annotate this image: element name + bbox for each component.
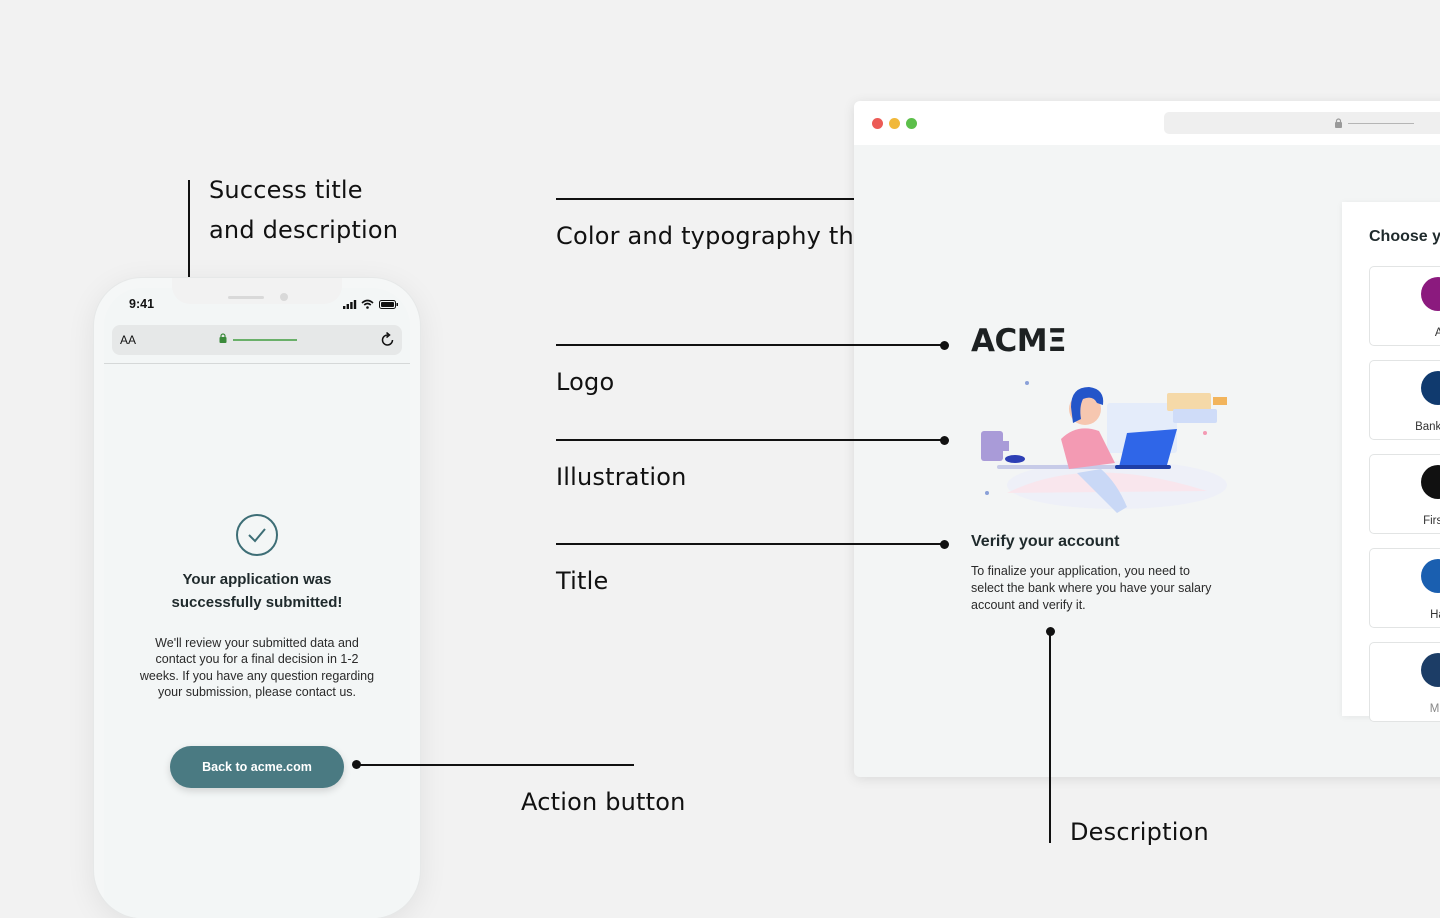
action-leader <box>356 764 634 766</box>
phone-address-bar[interactable]: AA <box>112 325 402 355</box>
url-placeholder-line <box>233 339 297 341</box>
title-leader-dot <box>940 540 949 549</box>
illustration-leader-dot <box>940 436 949 445</box>
success-description-line-3: weeks. If you have any question regardin… <box>139 669 375 683</box>
bank-name: Hali <box>1430 609 1440 621</box>
back-to-acme-button[interactable]: Back to acme.com <box>170 746 344 788</box>
theming-leader <box>556 198 944 200</box>
annotation-success-description: and description <box>209 216 399 244</box>
bank-card-bank-of-s[interactable]: Bank of S <box>1369 360 1440 440</box>
phone-mockup: 9:41 AA Your application was successfull… <box>94 278 420 918</box>
annotation-description: Description <box>1070 818 1209 846</box>
lock-icon <box>1335 118 1342 128</box>
logo-leader <box>556 344 944 346</box>
success-title-line-2: successfully submitted! <box>171 594 343 611</box>
verify-title: Verify your account <box>971 533 1120 550</box>
bank-name: Al <box>1434 327 1440 339</box>
verify-description-line-3: account and verify it. <box>971 598 1086 612</box>
success-description-line-2: contact you for a final decision in 1-2 <box>155 652 359 666</box>
annotation-title: Title <box>556 567 609 595</box>
battery-icon <box>379 300 398 309</box>
text-size-button[interactable]: AA <box>120 333 137 347</box>
bank-card-mbi[interactable]: MBI <box>1369 642 1440 722</box>
status-time: 9:41 <box>129 297 155 311</box>
bank-card-first-d[interactable]: First D <box>1369 454 1440 534</box>
annotation-logo: Logo <box>556 368 615 396</box>
verify-description-line-1: To finalize your application, you need t… <box>971 564 1190 578</box>
star-logo-icon <box>1421 371 1440 405</box>
bank-name: First D <box>1423 515 1440 527</box>
minimize-dot-icon[interactable] <box>889 118 900 129</box>
annotation-illustration: Illustration <box>556 463 687 491</box>
halifax-logo-icon <box>1421 559 1440 593</box>
bank-panel-heading: Choose y <box>1369 228 1440 245</box>
bank-name: MBI <box>1429 703 1440 715</box>
fd-logo-icon <box>1421 465 1440 499</box>
bank-card-hali[interactable]: Hali <box>1369 548 1440 628</box>
wifi-icon <box>361 299 374 309</box>
phone-screen <box>104 288 410 918</box>
reload-icon[interactable] <box>381 332 395 347</box>
success-description-line-4: your submission, please contact us. <box>157 685 357 699</box>
al-logo-icon <box>1421 277 1440 311</box>
verify-description-line-2: select the bank where you have your sala… <box>971 581 1212 595</box>
phone-toolbar-divider <box>104 363 410 364</box>
url-placeholder-line <box>1348 123 1414 124</box>
lock-icon <box>219 333 227 343</box>
mbr-logo-icon <box>1421 653 1440 687</box>
bank-selection-panel: Choose y Al Bank of S First D Hali MBI <box>1342 202 1440 722</box>
browser-window: ACMΞ Verify your account To finalize you… <box>854 101 1440 777</box>
illustration-woman-laptop <box>981 381 1227 513</box>
phone-notch <box>172 278 342 304</box>
close-dot-icon[interactable] <box>872 118 883 129</box>
title-leader <box>556 543 944 545</box>
signal-icon <box>343 300 357 309</box>
bank-card-al[interactable]: Al <box>1369 266 1440 346</box>
annotation-action-button: Action button <box>521 788 686 816</box>
browser-toolbar <box>854 101 1440 145</box>
acme-logo: ACMΞ <box>971 323 1067 359</box>
illustration-leader <box>556 439 944 441</box>
browser-address-bar[interactable] <box>1164 112 1440 134</box>
annotation-success-title: Success title <box>209 176 363 204</box>
bank-name: Bank of S <box>1415 421 1440 433</box>
success-title-line-1: Your application was <box>182 571 332 588</box>
description-leader <box>1049 631 1051 843</box>
success-check-icon <box>236 514 278 556</box>
success-description-line-1: We'll review your submitted data and <box>155 636 359 650</box>
maximize-dot-icon[interactable] <box>906 118 917 129</box>
logo-leader-dot <box>940 341 949 350</box>
